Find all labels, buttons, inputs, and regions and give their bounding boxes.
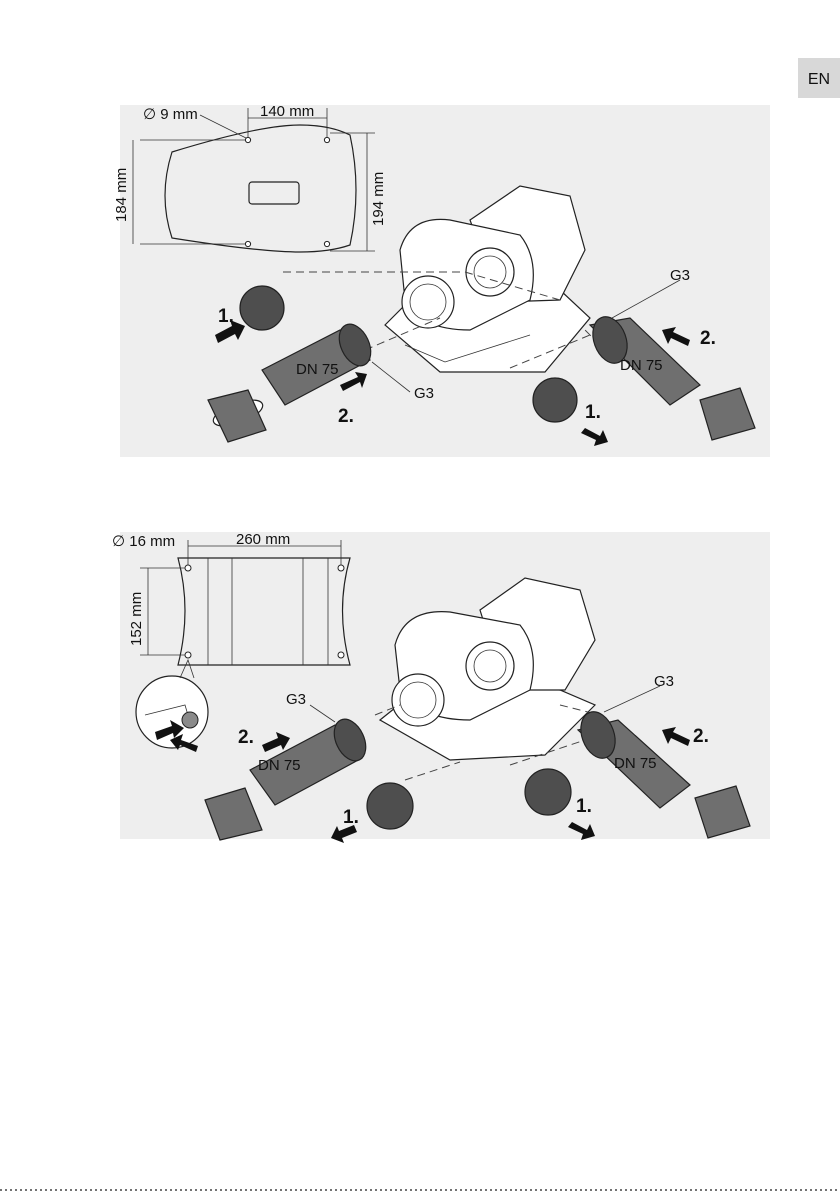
step-1-label: 1. <box>576 796 592 817</box>
thread-label: G3 <box>670 267 690 284</box>
hole-spacing-label: 140 mm <box>260 103 314 120</box>
thread-label: G3 <box>654 673 674 690</box>
mount-hole-icon <box>245 137 250 142</box>
height-label: 152 mm <box>128 592 145 646</box>
detail-magnifier <box>136 676 208 748</box>
thread-label: G3 <box>414 385 434 402</box>
language-tab-label: EN <box>808 71 830 88</box>
pipe-size-label: DN 75 <box>258 757 301 774</box>
hole-spacing-label: 260 mm <box>236 531 290 548</box>
pipe-size-label: DN 75 <box>620 357 663 374</box>
mount-hole-icon <box>245 241 250 246</box>
cap-icon <box>367 783 413 829</box>
hole-diameter-label: ∅ 16 mm <box>112 533 175 550</box>
language-tab: EN <box>798 58 840 98</box>
step-1-label: 1. <box>585 402 601 423</box>
step-1-label: 1. <box>218 306 234 327</box>
cap-icon <box>240 286 284 330</box>
mount-hole-icon <box>185 652 191 658</box>
height-right-label: 194 mm <box>370 172 387 226</box>
figure-1-vertical-mounting: ∅ 9 mm 140 mm 184 mm 194 mm <box>113 103 770 457</box>
mount-hole-icon <box>338 565 344 571</box>
mount-hole-icon <box>324 241 329 246</box>
step-2-label: 2. <box>693 726 709 747</box>
step-2-label: 2. <box>338 406 354 427</box>
step-2-label: 2. <box>700 328 716 349</box>
cap-icon <box>533 378 577 422</box>
cap-icon <box>525 769 571 815</box>
step-2-label: 2. <box>238 727 254 748</box>
pipe-size-label: DN 75 <box>296 361 339 378</box>
step-1-label: 1. <box>343 807 359 828</box>
pipe-size-label: DN 75 <box>614 755 657 772</box>
mount-hole-icon <box>324 137 329 142</box>
thread-label: G3 <box>286 691 306 708</box>
hole-diameter-label: ∅ 9 mm <box>143 106 198 123</box>
height-left-label: 184 mm <box>113 168 130 222</box>
mount-hole-icon <box>185 565 191 571</box>
figure-2-horizontal-mounting: ∅ 16 mm 260 mm 152 mm <box>112 531 770 843</box>
mount-hole-icon <box>338 652 344 658</box>
